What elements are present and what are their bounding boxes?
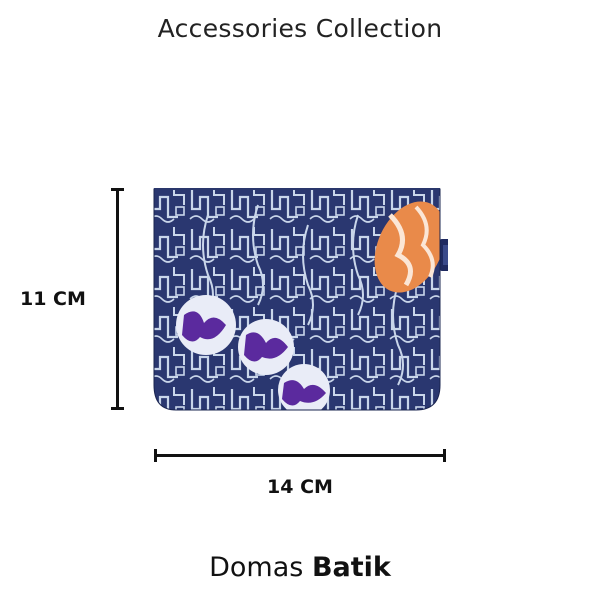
height-dimension-cap-top [111,188,124,191]
page-title: Accessories Collection [157,14,443,43]
height-label: 11 CM [20,288,86,310]
height-dimension-cap-bottom [111,407,124,410]
purple-circle-motif-1 [176,295,236,355]
purple-circle-motif-3 [278,364,330,410]
width-dimension-cap-right [443,449,446,462]
width-label: 14 CM [267,476,333,498]
batik-pouch-image [153,188,448,411]
height-dimension-line [111,188,124,410]
purple-circle-motif-2 [238,319,294,375]
brand-bold: Batik [311,552,391,583]
brand-name: Domas Batik [0,552,600,583]
brand-regular: Domas [209,552,304,583]
orange-leaf-motif [374,201,440,293]
width-dimension-line [154,449,446,462]
width-dimension-cap-left [154,449,157,462]
